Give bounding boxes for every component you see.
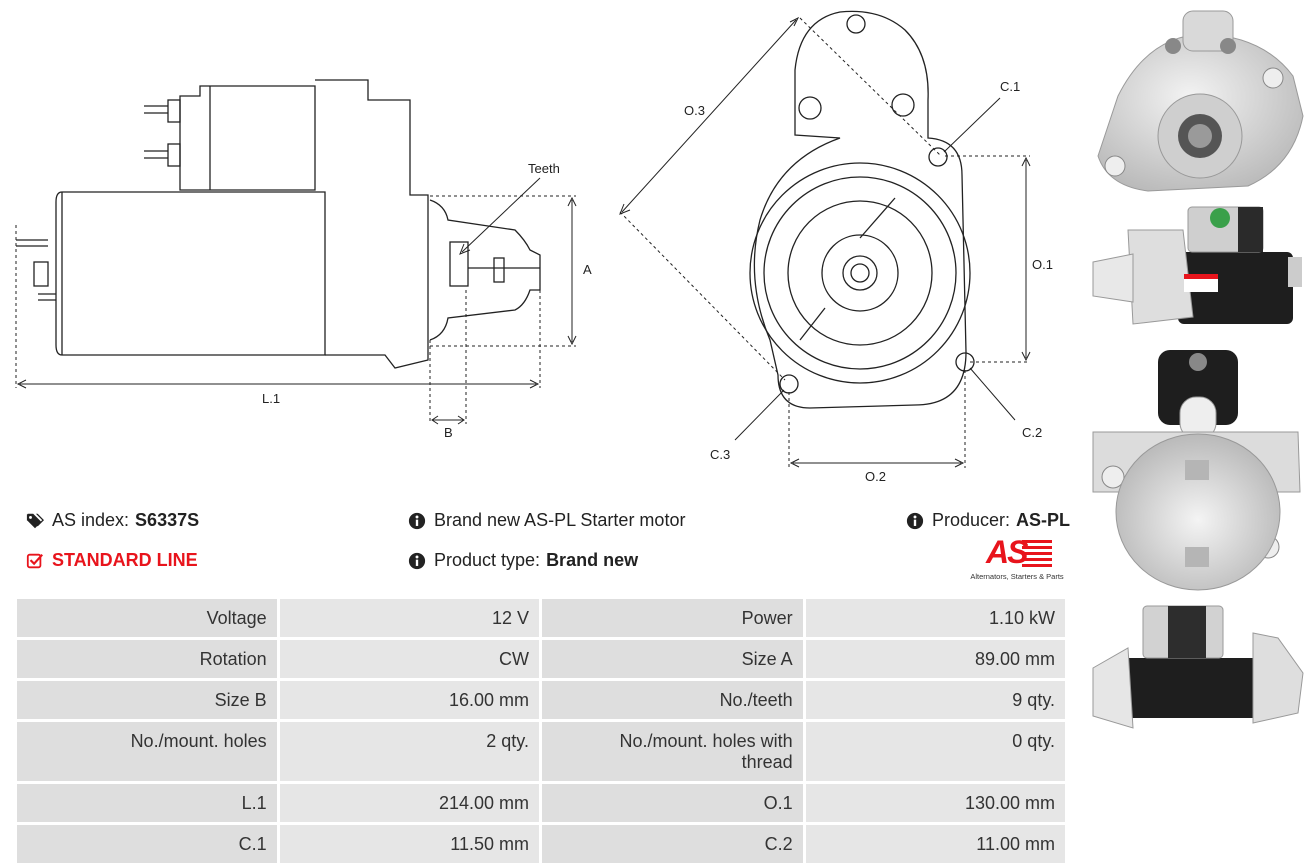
dimension-l1-label: L.1	[262, 391, 280, 406]
spec-label: Voltage	[17, 599, 277, 637]
spec-value: 11.00 mm	[805, 825, 1065, 863]
spec-value: CW	[279, 640, 539, 678]
spec-value: 0 qty.	[805, 722, 1065, 781]
spec-label: Rotation	[17, 640, 277, 678]
dimension-o1-label: O.1	[1032, 257, 1053, 272]
product-type: Product type: Brand new	[408, 550, 638, 571]
dimension-o3-label: O.3	[684, 103, 705, 118]
side-view-drawing	[16, 79, 541, 369]
product-photo-rear	[1088, 342, 1308, 592]
spec-value: 11.50 mm	[279, 825, 539, 863]
product-photo-side	[1088, 202, 1308, 332]
product-photo-front	[1088, 6, 1308, 196]
as-index-value: S6337S	[135, 510, 200, 530]
info-circle-icon	[906, 512, 924, 529]
info-circle-icon	[408, 552, 426, 569]
logo-tagline: Alternators, Starters & Parts	[970, 572, 1064, 581]
spec-label: Size A	[541, 640, 803, 678]
teeth-label: Teeth	[528, 161, 560, 176]
producer-label: Producer:	[932, 510, 1011, 530]
spec-value: 16.00 mm	[279, 681, 539, 719]
product-type-value: Brand new	[546, 550, 639, 570]
front-view-dimensions	[619, 16, 1031, 468]
product-type-label: Product type:	[434, 550, 541, 570]
as-index-label: AS index:	[52, 510, 130, 530]
spec-label: No./mount. holes	[17, 722, 277, 781]
spec-label: No./mount. holes with thread	[541, 722, 803, 781]
description-text: Brand new AS-PL Starter motor	[434, 510, 686, 530]
product-photo-top	[1088, 598, 1308, 738]
producer-value: AS-PL	[1016, 510, 1071, 530]
technical-drawing: Teeth A L.1 B O.3 C.1	[15, 10, 1053, 484]
dimension-b-label: B	[444, 425, 453, 440]
spec-value: 1.10 kW	[805, 599, 1065, 637]
spec-value: 9 qty.	[805, 681, 1065, 719]
dimension-o2-label: O.2	[865, 469, 886, 484]
standard-line-label: STANDARD LINE	[52, 550, 198, 570]
check-square-icon	[26, 553, 44, 568]
spec-label: Power	[541, 599, 803, 637]
spec-label: C.2	[541, 825, 803, 863]
standard-line-badge: STANDARD LINE	[26, 550, 198, 571]
spec-label: L.1	[17, 784, 277, 822]
spec-value: 89.00 mm	[805, 640, 1065, 678]
dimension-c3-label: C.3	[710, 447, 730, 462]
dimension-a-label: A	[583, 262, 592, 277]
spec-value: 214.00 mm	[279, 784, 539, 822]
spec-label: Size B	[17, 681, 277, 719]
spec-label: No./teeth	[541, 681, 803, 719]
side-view-dimensions	[15, 177, 577, 425]
spec-label: O.1	[541, 784, 803, 822]
dimension-c2-label: C.2	[1022, 425, 1042, 440]
spec-value: 130.00 mm	[805, 784, 1065, 822]
dimension-c1-label: C.1	[1000, 79, 1020, 94]
tags-icon	[26, 513, 44, 528]
logo-mark: AS	[986, 534, 1028, 570]
spec-value: 2 qty.	[279, 722, 539, 781]
as-pl-logo: AS Alternators, Starters & Parts	[964, 534, 1070, 582]
spec-label: C.1	[17, 825, 277, 863]
product-description: Brand new AS-PL Starter motor	[408, 510, 685, 531]
producer: Producer: AS-PL	[906, 510, 1070, 531]
as-index: AS index: S6337S	[26, 510, 199, 531]
front-view-drawing	[749, 10, 975, 409]
spec-value: 12 V	[279, 599, 539, 637]
spec-label-text: No./mount. holes with thread	[619, 731, 793, 772]
info-circle-icon	[408, 512, 426, 529]
